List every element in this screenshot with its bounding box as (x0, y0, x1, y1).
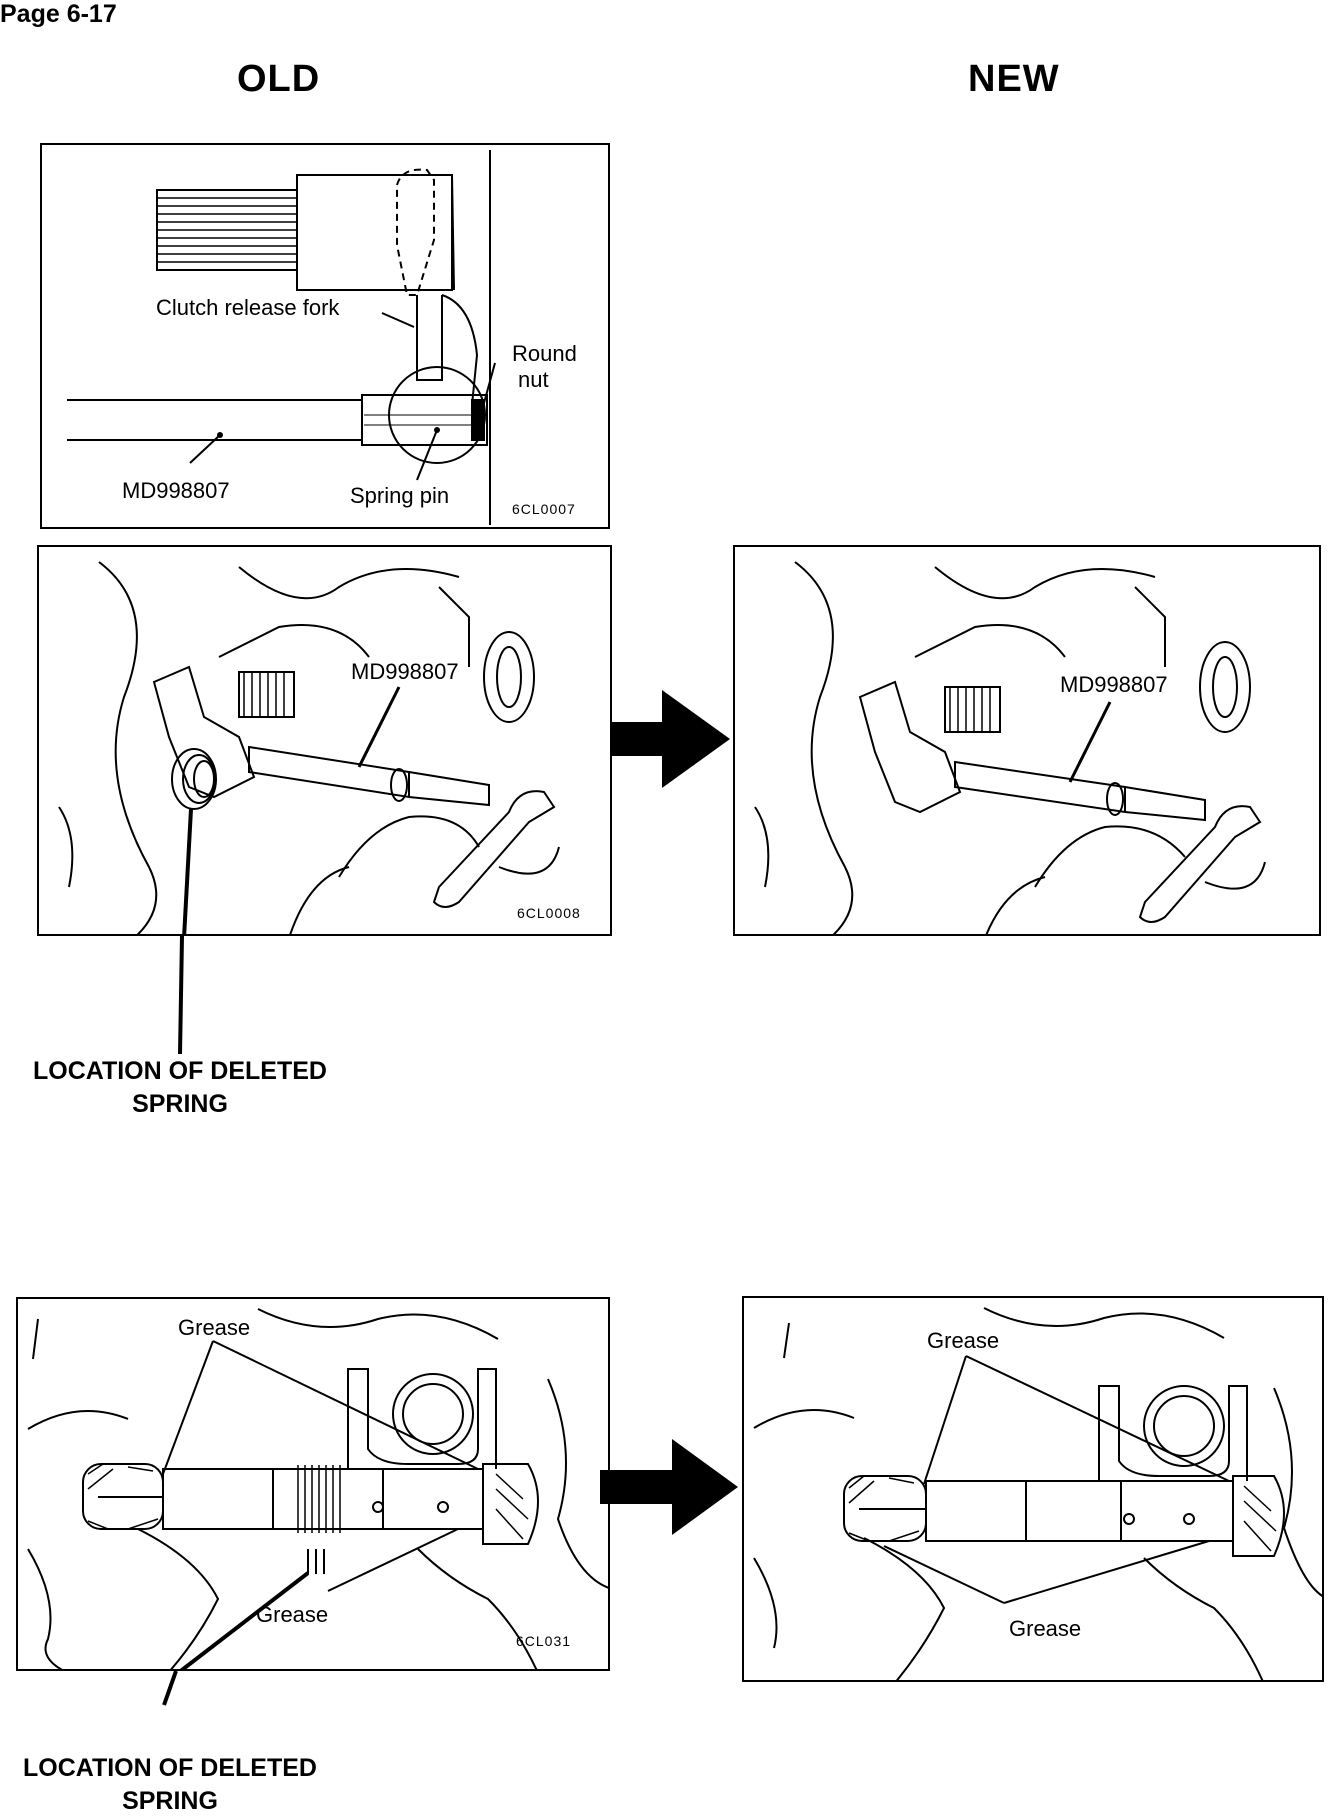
grease-points-old-drawing (27, 1308, 608, 1669)
callout-line-1: LOCATION OF DELETED (23, 1754, 317, 1782)
label-nut: nut (518, 367, 549, 392)
label-spring-pin: Spring pin (350, 483, 450, 508)
label-round: Round (512, 341, 577, 366)
figure-code: 6CL0007 (512, 501, 576, 517)
diagram-tool-install-old: MD998807 6CL0008 (37, 545, 612, 936)
diagram-grease-points-old: Grease Grease 6CL031 (16, 1297, 610, 1671)
figure-code-old-2: 6CL0008 (517, 905, 581, 921)
tool-install-old-drawing (58, 561, 560, 934)
column-heading-new: NEW (968, 58, 1060, 100)
label-tool-md998807-old: MD998807 (351, 659, 459, 684)
callout-line-1: LOCATION OF DELETED (33, 1057, 327, 1085)
callout-line-2: SPRING (132, 1090, 228, 1118)
tool-install-new-drawing (754, 561, 1266, 934)
column-heading-old: OLD (237, 58, 321, 100)
label-clutch-release-fork: Clutch release fork (156, 295, 340, 320)
figure-code-old-3: 6CL031 (516, 1633, 572, 1649)
leader-line-deleted-spring-2 (162, 1671, 178, 1706)
diagram-grease-points-new: Grease Grease (742, 1296, 1324, 1682)
arrow-right-icon (600, 1439, 738, 1535)
callout-line-2: SPRING (122, 1787, 218, 1815)
callout-deleted-spring-2: LOCATION OF DELETED SPRING (0, 1752, 340, 1818)
label-grease-top-old: Grease (178, 1315, 251, 1340)
clutch-fork-drawing (67, 150, 496, 525)
label-tool-md998807-new: MD998807 (1060, 672, 1168, 697)
page-number: Page 6-17 (0, 0, 117, 28)
label-grease-bottom-new: Grease (1009, 1616, 1082, 1641)
label-tool-md998807: MD998807 (122, 478, 230, 503)
diagram-tool-install-new: MD998807 (733, 545, 1321, 936)
diagram-clutch-fork-old: Clutch release fork Round nut MD998807 S… (40, 143, 610, 529)
grease-points-new-drawing (753, 1307, 1322, 1680)
arrow-right-icon (612, 690, 730, 788)
label-grease-top-new: Grease (927, 1328, 1000, 1353)
leader-line-deleted-spring-1 (178, 936, 184, 1055)
label-grease-bottom-old: Grease (256, 1602, 329, 1627)
callout-deleted-spring-1: LOCATION OF DELETED SPRING (0, 1055, 360, 1121)
